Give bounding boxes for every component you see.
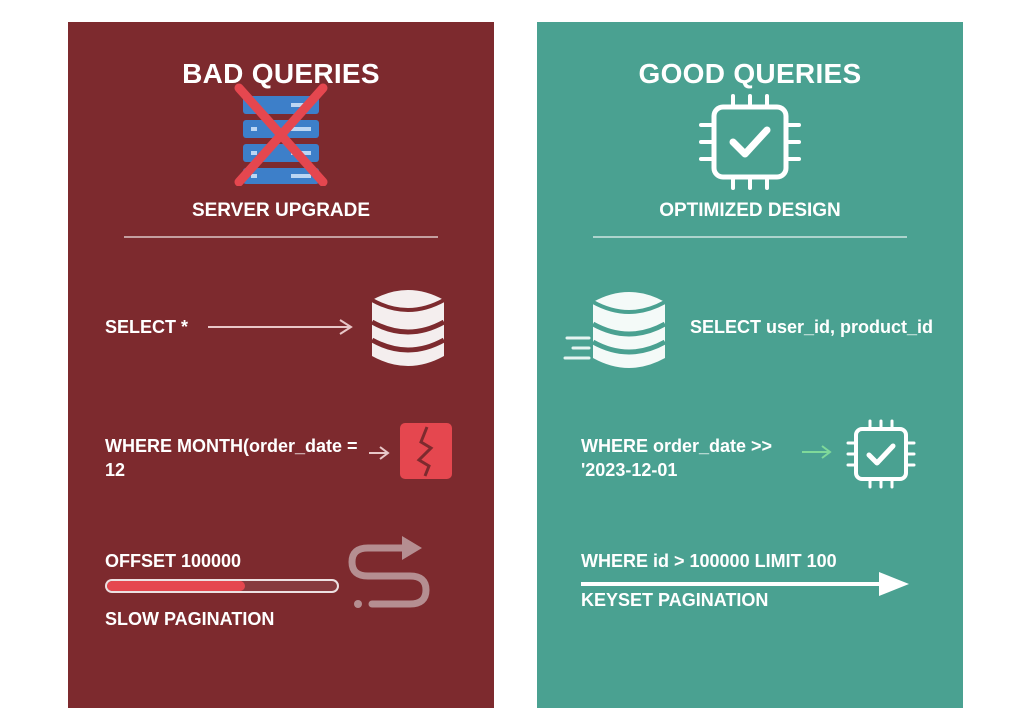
where-date-text-line2: '2023-12-01 bbox=[581, 460, 678, 480]
progress-fill bbox=[107, 581, 245, 591]
bad-queries-panel: BAD QUERIES SERVER UPGRADE SELECT * bbox=[68, 22, 494, 708]
offset-text: OFFSET 100000 bbox=[105, 551, 242, 571]
winding-arrow-icon bbox=[346, 528, 442, 617]
bad-panel-subtitle: SERVER UPGRADE bbox=[191, 200, 371, 221]
bad-divider bbox=[124, 236, 438, 238]
crossed-out-server-icon bbox=[231, 82, 331, 191]
good-divider bbox=[593, 236, 907, 238]
select-star-text: SELECT * bbox=[105, 317, 189, 337]
straight-arrow-icon bbox=[581, 570, 911, 603]
arrow-right-icon bbox=[801, 444, 833, 465]
select-columns-text: SELECT user_id, product_id bbox=[690, 317, 934, 337]
chip-check-icon bbox=[697, 92, 803, 197]
fast-database-icon bbox=[563, 288, 671, 377]
broken-index-icon bbox=[399, 422, 453, 485]
bad-panel-title: BAD QUERIES bbox=[182, 58, 380, 89]
arrow-right-icon bbox=[368, 445, 390, 466]
good-queries-panel: GOOD QUERIES OPTIMIZED DESIGN bbox=[537, 22, 963, 708]
good-panel-title: GOOD QUERIES bbox=[638, 58, 862, 89]
slow-pagination-label: SLOW PAGINATION bbox=[105, 609, 275, 629]
arrow-right-icon bbox=[206, 318, 356, 341]
where-month-text-line2: 12 bbox=[105, 460, 126, 480]
good-panel-subtitle: OPTIMIZED DESIGN bbox=[659, 200, 841, 221]
keyset-query-text: WHERE id > 100000 LIMIT 100 bbox=[581, 551, 837, 571]
keyset-pagination-label: KEYSET PAGINATION bbox=[581, 590, 769, 610]
chip-check-icon bbox=[845, 418, 917, 495]
slow-pagination-progress-bar bbox=[105, 579, 339, 593]
where-date-text-line1: WHERE order_date >> bbox=[581, 436, 773, 456]
where-month-text-line1: WHERE MONTH(order_date = bbox=[105, 436, 358, 456]
database-icon bbox=[370, 286, 446, 375]
